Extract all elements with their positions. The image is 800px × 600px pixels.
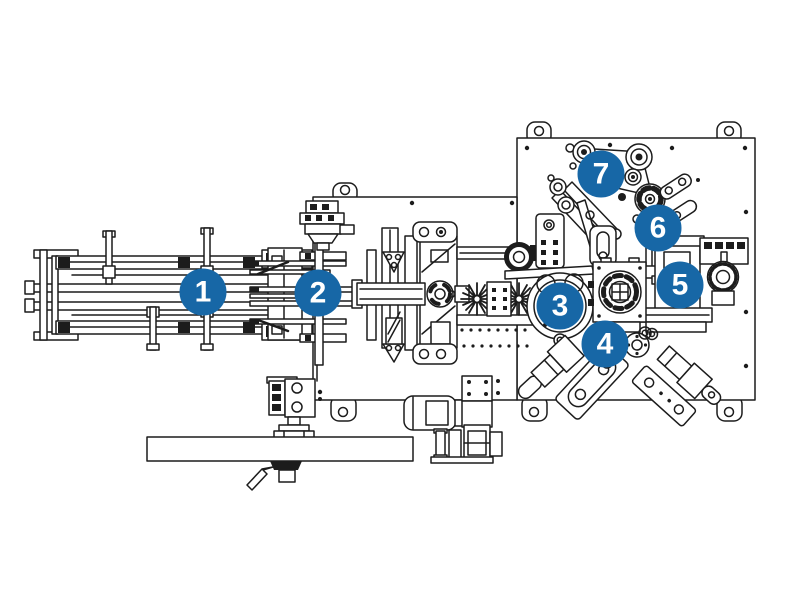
callout-4: 4 [581, 320, 629, 368]
callout-2: 2 [294, 269, 342, 317]
callout-1: 1 [179, 268, 227, 316]
press-station [351, 221, 470, 365]
infeed-conveyor [24, 227, 313, 351]
callout-6: 6 [634, 204, 682, 252]
callout-7: 7 [577, 150, 625, 198]
callout-3: 3 [536, 282, 584, 330]
bottom-drive [146, 364, 503, 491]
mounting-bar [146, 436, 414, 462]
dot-row [460, 328, 529, 348]
diagonal-actuators [517, 326, 722, 427]
pointer-arrow [246, 466, 274, 491]
star-wheel [502, 282, 536, 316]
callout-5: 5 [656, 261, 704, 309]
star-wheel [460, 282, 494, 316]
dispenser-head [299, 200, 355, 251]
